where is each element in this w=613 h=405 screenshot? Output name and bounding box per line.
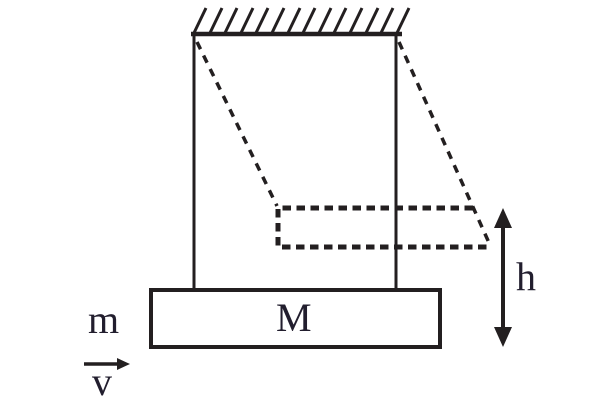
hatch-mark	[347, 7, 364, 36]
block-rect	[149, 288, 442, 349]
displaced-left-string	[195, 41, 279, 207]
hatch-mark	[191, 7, 208, 36]
ceiling	[191, 7, 411, 37]
label-block-mass: M	[276, 295, 312, 340]
hatch-mark	[378, 7, 395, 36]
height-arrow	[494, 208, 512, 347]
hatch-mark	[394, 7, 411, 36]
displaced-right-string	[397, 41, 492, 246]
hatch-mark	[331, 7, 348, 36]
hatch-mark	[300, 7, 317, 36]
hatch-mark	[316, 7, 333, 36]
hatch-mark	[285, 7, 302, 36]
hatch-mark	[269, 7, 286, 36]
velocity-arrow	[84, 358, 130, 370]
label-projectile-mass: m	[88, 297, 119, 342]
height-arrow-bottom-head	[494, 327, 512, 347]
displaced-block-outline	[275, 205, 490, 250]
hatch-mark	[207, 7, 224, 36]
hatch-mark	[253, 7, 270, 36]
ceiling-hatching	[191, 7, 411, 36]
velocity-arrow-head	[117, 358, 130, 370]
hatch-mark	[222, 7, 239, 36]
hatch-mark	[238, 7, 255, 36]
hatch-mark	[363, 7, 380, 36]
height-arrow-top-head	[494, 208, 512, 228]
label-velocity: v	[92, 359, 112, 404]
label-height: h	[516, 254, 536, 299]
